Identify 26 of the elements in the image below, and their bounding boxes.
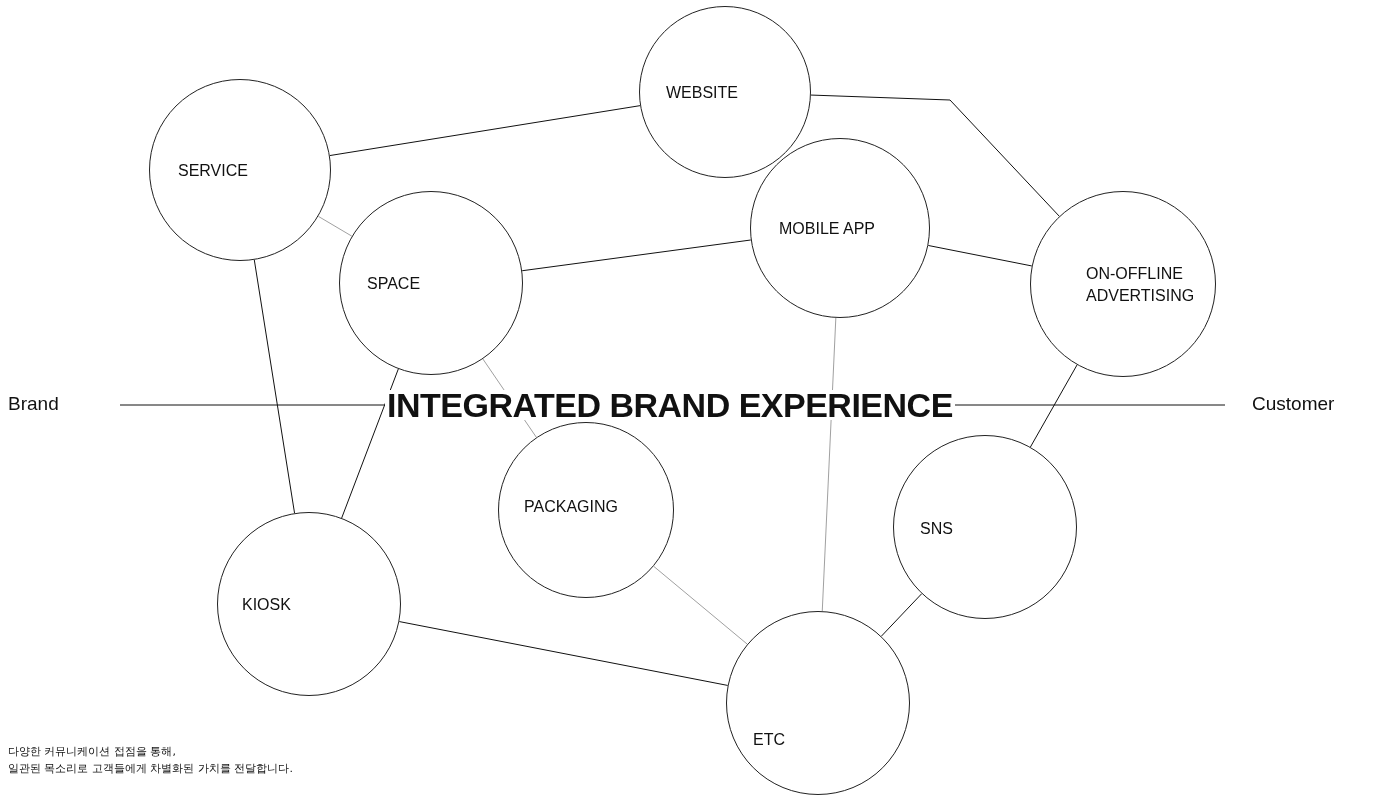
node-label: ETC [753,730,785,750]
end-label: Customer [1252,393,1335,415]
connector-line [927,244,1033,267]
node-label: ON-OFFLINE ADVERTISING [1086,264,1196,306]
node-label: KIOSK [242,595,291,615]
node-label: SERVICE [178,161,248,181]
note-text: 일관된 목소리로 고객들에게 차별화된 가치를 전달합니다. [8,761,293,777]
connector-line [521,239,752,272]
node-label: SNS [920,519,953,539]
connector-line [329,105,641,157]
node-label: SPACE [367,274,421,294]
title: INTEGRATED BRAND EXPERIENCE [385,390,955,420]
connector-line [1029,364,1078,448]
connector-line [810,94,1060,217]
connector-line [341,368,399,519]
connector-line [253,259,296,514]
connector-line [821,317,837,612]
end-label: Brand [8,393,59,415]
connector-line [880,593,923,637]
node-label: PACKAGING [524,497,618,517]
connector-line [398,621,729,686]
note-text: 다양한 커뮤니케이션 접점을 통해, [8,744,176,760]
node-label: MOBILE APP [779,219,876,239]
connector-line [653,565,748,645]
node-label: WEBSITE [666,83,738,103]
connector-line [317,215,353,237]
